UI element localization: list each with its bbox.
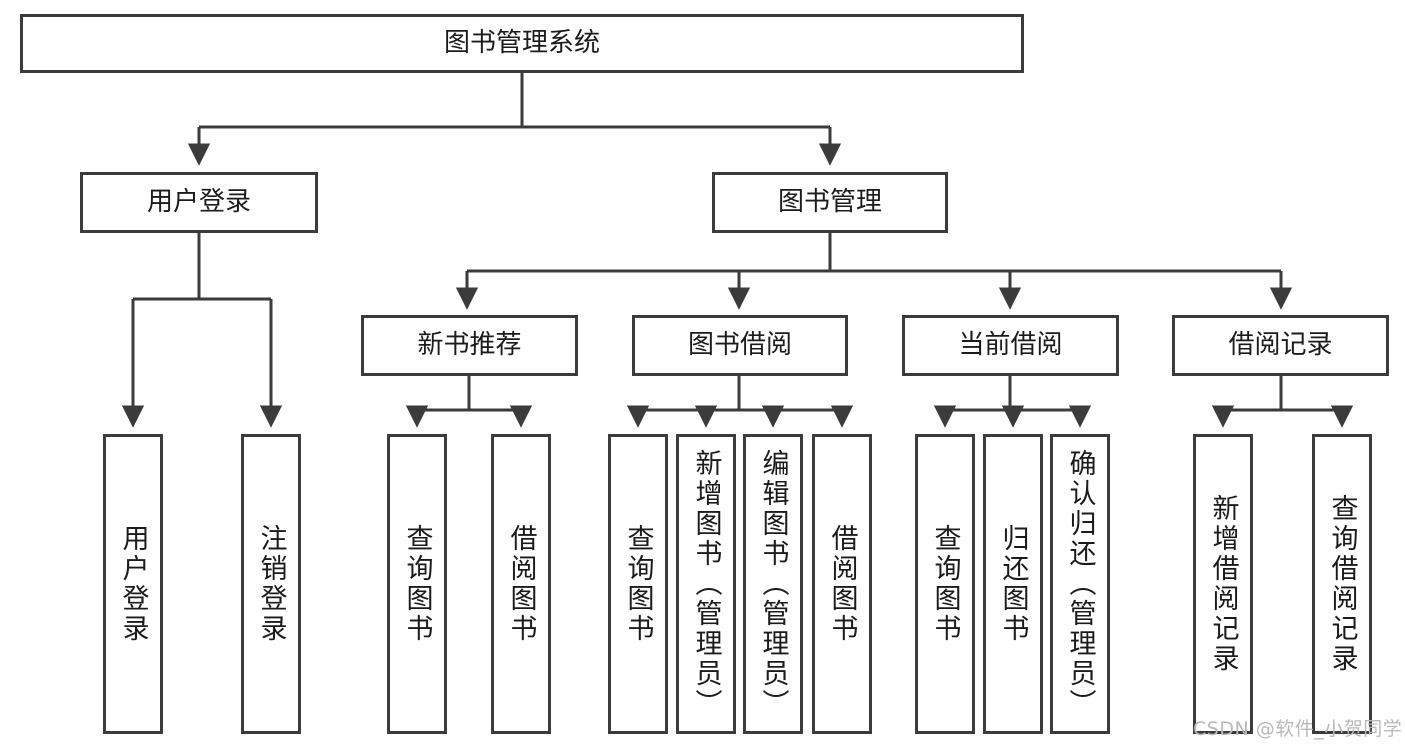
node-new-book-recommend-label: 新书推荐 <box>417 329 522 360</box>
node-leaf-confirm-return-label: 确认归还（管理员） <box>1064 449 1096 719</box>
node-leaf-query-book-1-label: 查询图书 <box>401 524 433 644</box>
watermark-text: CSDN @软件_小贺同学 <box>1193 718 1403 740</box>
node-leaf-borrow-book-1[interactable]: 借阅图书 <box>491 434 551 734</box>
node-book-management-label: 图书管理 <box>777 186 882 217</box>
node-leaf-borrow-book-2-label: 借阅图书 <box>826 524 858 644</box>
node-new-book-recommend[interactable]: 新书推荐 <box>361 315 578 376</box>
node-leaf-query-book-2[interactable]: 查询图书 <box>608 434 668 734</box>
node-root[interactable]: 图书管理系统 <box>20 14 1024 73</box>
node-leaf-confirm-return[interactable]: 确认归还（管理员） <box>1050 434 1110 734</box>
node-leaf-user-logout[interactable]: 注销登录 <box>241 434 301 734</box>
node-leaf-query-book-3[interactable]: 查询图书 <box>915 434 975 734</box>
node-current-borrow-label: 当前借阅 <box>958 329 1063 360</box>
node-leaf-add-record[interactable]: 新增借阅记录 <box>1193 434 1253 734</box>
node-leaf-add-book-label: 新增图书（管理员） <box>690 449 722 719</box>
node-leaf-user-login-label: 用户登录 <box>117 524 149 644</box>
node-leaf-user-login[interactable]: 用户登录 <box>103 434 163 734</box>
node-leaf-user-logout-label: 注销登录 <box>255 524 287 644</box>
node-book-borrow[interactable]: 图书借阅 <box>632 315 848 376</box>
node-leaf-return-book-label: 归还图书 <box>997 524 1029 644</box>
node-root-label: 图书管理系统 <box>443 27 600 58</box>
node-leaf-edit-book[interactable]: 编辑图书（管理员） <box>743 434 803 734</box>
node-current-borrow[interactable]: 当前借阅 <box>902 315 1119 376</box>
node-book-management[interactable]: 图书管理 <box>712 172 948 233</box>
node-leaf-query-book-2-label: 查询图书 <box>622 524 654 644</box>
node-book-borrow-label: 图书借阅 <box>687 329 792 360</box>
node-leaf-add-book[interactable]: 新增图书（管理员） <box>676 434 736 734</box>
node-leaf-add-record-label: 新增借阅记录 <box>1207 494 1239 674</box>
node-leaf-query-record[interactable]: 查询借阅记录 <box>1312 434 1372 734</box>
node-leaf-query-book-1[interactable]: 查询图书 <box>387 434 447 734</box>
node-leaf-borrow-book-2[interactable]: 借阅图书 <box>812 434 872 734</box>
node-user-login[interactable]: 用户登录 <box>80 172 318 233</box>
node-leaf-query-book-3-label: 查询图书 <box>929 524 961 644</box>
node-borrow-record-label: 借阅记录 <box>1228 329 1333 360</box>
node-leaf-edit-book-label: 编辑图书（管理员） <box>757 449 789 719</box>
node-user-login-label: 用户登录 <box>146 186 251 217</box>
node-leaf-query-record-label: 查询借阅记录 <box>1326 494 1358 674</box>
node-leaf-borrow-book-1-label: 借阅图书 <box>505 524 537 644</box>
node-leaf-return-book[interactable]: 归还图书 <box>983 434 1043 734</box>
node-borrow-record[interactable]: 借阅记录 <box>1172 315 1389 376</box>
